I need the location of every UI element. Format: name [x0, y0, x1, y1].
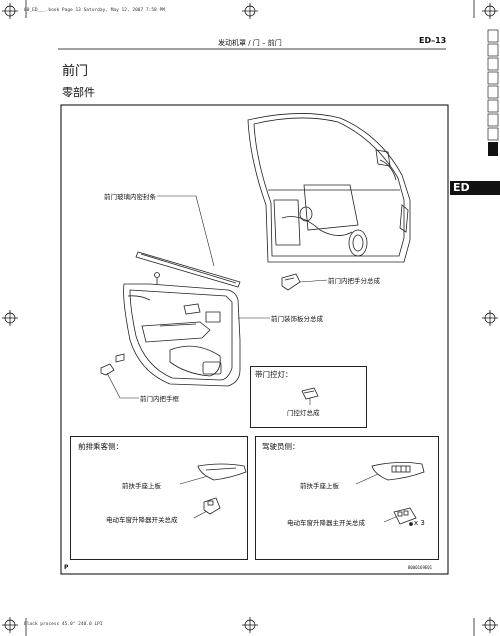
- registration-mark-mid-left: [2, 310, 18, 326]
- registration-mark-top-left: [2, 3, 18, 19]
- header-title: 发动机罩 / 门 – 前门: [218, 39, 282, 47]
- driver-box-title: 驾驶员侧：: [262, 442, 300, 451]
- trim-board-drawing: [123, 283, 241, 387]
- driver-side-box: [255, 436, 439, 560]
- side-tab-ed: ED: [450, 181, 500, 195]
- registration-mark-bottom-left: [2, 617, 18, 633]
- clip-drawing: [115, 353, 125, 363]
- courtesy-light-drawing: [301, 387, 319, 400]
- label-trim-board: 前门装饰板分总成: [270, 313, 324, 323]
- registration-mark-bottom-right: [482, 617, 498, 633]
- label-driver-switch: 电动车窗升降器主开关总成: [286, 517, 366, 527]
- courtesy-box-title: 带门控灯：: [255, 370, 293, 379]
- driver-switch-drawing: [393, 507, 417, 526]
- registration-mark-bottom-mid: [242, 617, 258, 633]
- page-subtitle: 零部件: [62, 86, 95, 99]
- edge-thumb-tabs: [487, 29, 499, 156]
- screw-drawing: [154, 272, 160, 285]
- leader-lines: [106, 195, 399, 523]
- page-title: 前门: [62, 64, 89, 79]
- registration-mark-top-mid: [242, 3, 258, 19]
- label-inner-handle-assy: 前门内把手分总成: [327, 275, 381, 285]
- label-passenger-armrest: 前扶手座上板: [121, 480, 162, 490]
- passenger-armrest-drawing: [197, 463, 247, 481]
- figure-frame: [60, 104, 449, 575]
- print-slug-bottom: Black process 45.0° 240.0 LPI: [24, 622, 103, 627]
- passenger-box-title: 前排乘客侧：: [78, 442, 123, 451]
- label-courtesy-light: 门控灯总成: [286, 407, 321, 417]
- label-driver-armrest: 前扶手座上板: [299, 480, 340, 490]
- print-slug-top: 00_ED___.book Page 13 Saturday, May 12, …: [24, 8, 165, 13]
- passenger-switch-drawing: [203, 497, 221, 515]
- label-glass-seal: 前门玻璃内密封条: [103, 191, 157, 201]
- inner-handle-bezel-drawing: [100, 363, 115, 376]
- driver-armrest-drawing: [371, 462, 425, 481]
- section-code: ED–13: [419, 36, 447, 45]
- registration-mark-mid-right: [482, 310, 498, 326]
- passenger-side-box: [70, 436, 248, 560]
- inner-handle-drawing: [281, 273, 301, 291]
- figure-id: B000169E01: [408, 565, 433, 570]
- courtesy-light-box: [250, 366, 367, 428]
- label-inner-handle-bezel: 前门内把手框: [139, 393, 180, 403]
- label-passenger-switch: 电动车窗升降器开关总成: [105, 514, 179, 524]
- registration-mark-top-right: [482, 3, 498, 19]
- figure-footer-p: P: [64, 564, 69, 571]
- door-frame-drawing: [247, 113, 411, 263]
- label-screw-qty: x 3: [414, 519, 425, 527]
- glass-seal-drawing: [135, 251, 241, 288]
